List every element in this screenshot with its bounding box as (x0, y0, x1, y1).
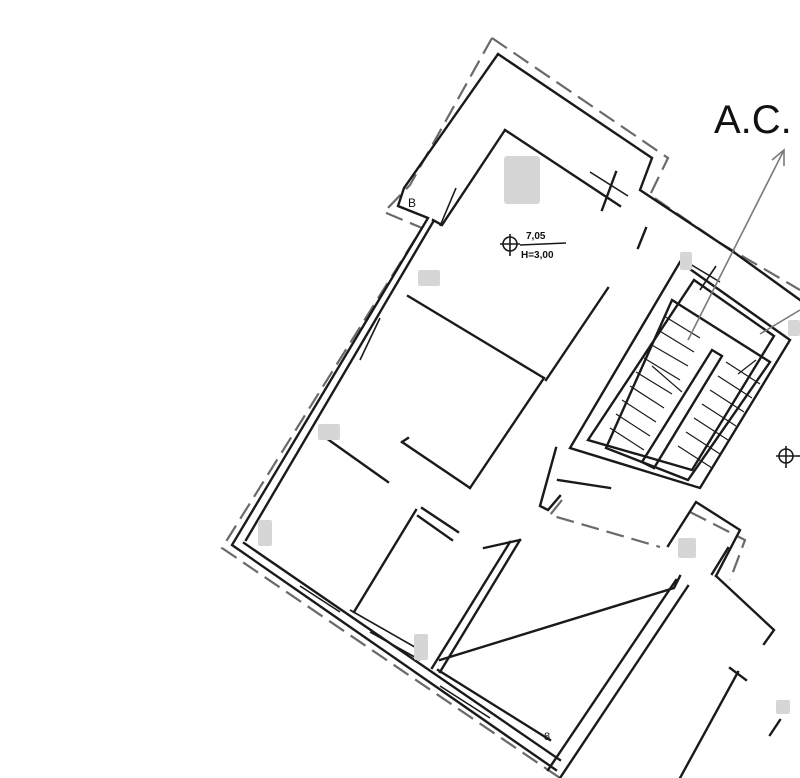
redacted-room-label (680, 252, 692, 270)
section-marker-label: A.C. (714, 98, 792, 142)
redacted-labels (258, 156, 800, 714)
level-crosshair-icon (500, 234, 520, 256)
redacted-room-label (678, 538, 696, 558)
section-line (687, 148, 800, 341)
redacted-room-label (414, 634, 428, 660)
room-label-b: B (408, 196, 416, 210)
interior-walls (299, 170, 782, 778)
redacted-room-label (258, 520, 272, 546)
stair-core (568, 260, 792, 490)
level-marker-right (776, 446, 800, 468)
corner-mark: 8 (544, 731, 550, 743)
redacted-room-label (318, 424, 340, 440)
building-outline-dashed (220, 37, 800, 778)
redacted-room-label (788, 320, 800, 336)
exterior-walls (230, 52, 800, 772)
level-marker: 7,05 H=3,00 (500, 231, 567, 261)
redacted-room-label (418, 270, 440, 286)
redacted-room-label (504, 156, 540, 204)
redacted-room-label (776, 700, 790, 714)
level-crosshair-icon (776, 446, 796, 468)
level-height: H=3,00 (521, 250, 554, 261)
level-elevation: 7,05 (526, 231, 546, 242)
stair-treads (609, 315, 761, 469)
